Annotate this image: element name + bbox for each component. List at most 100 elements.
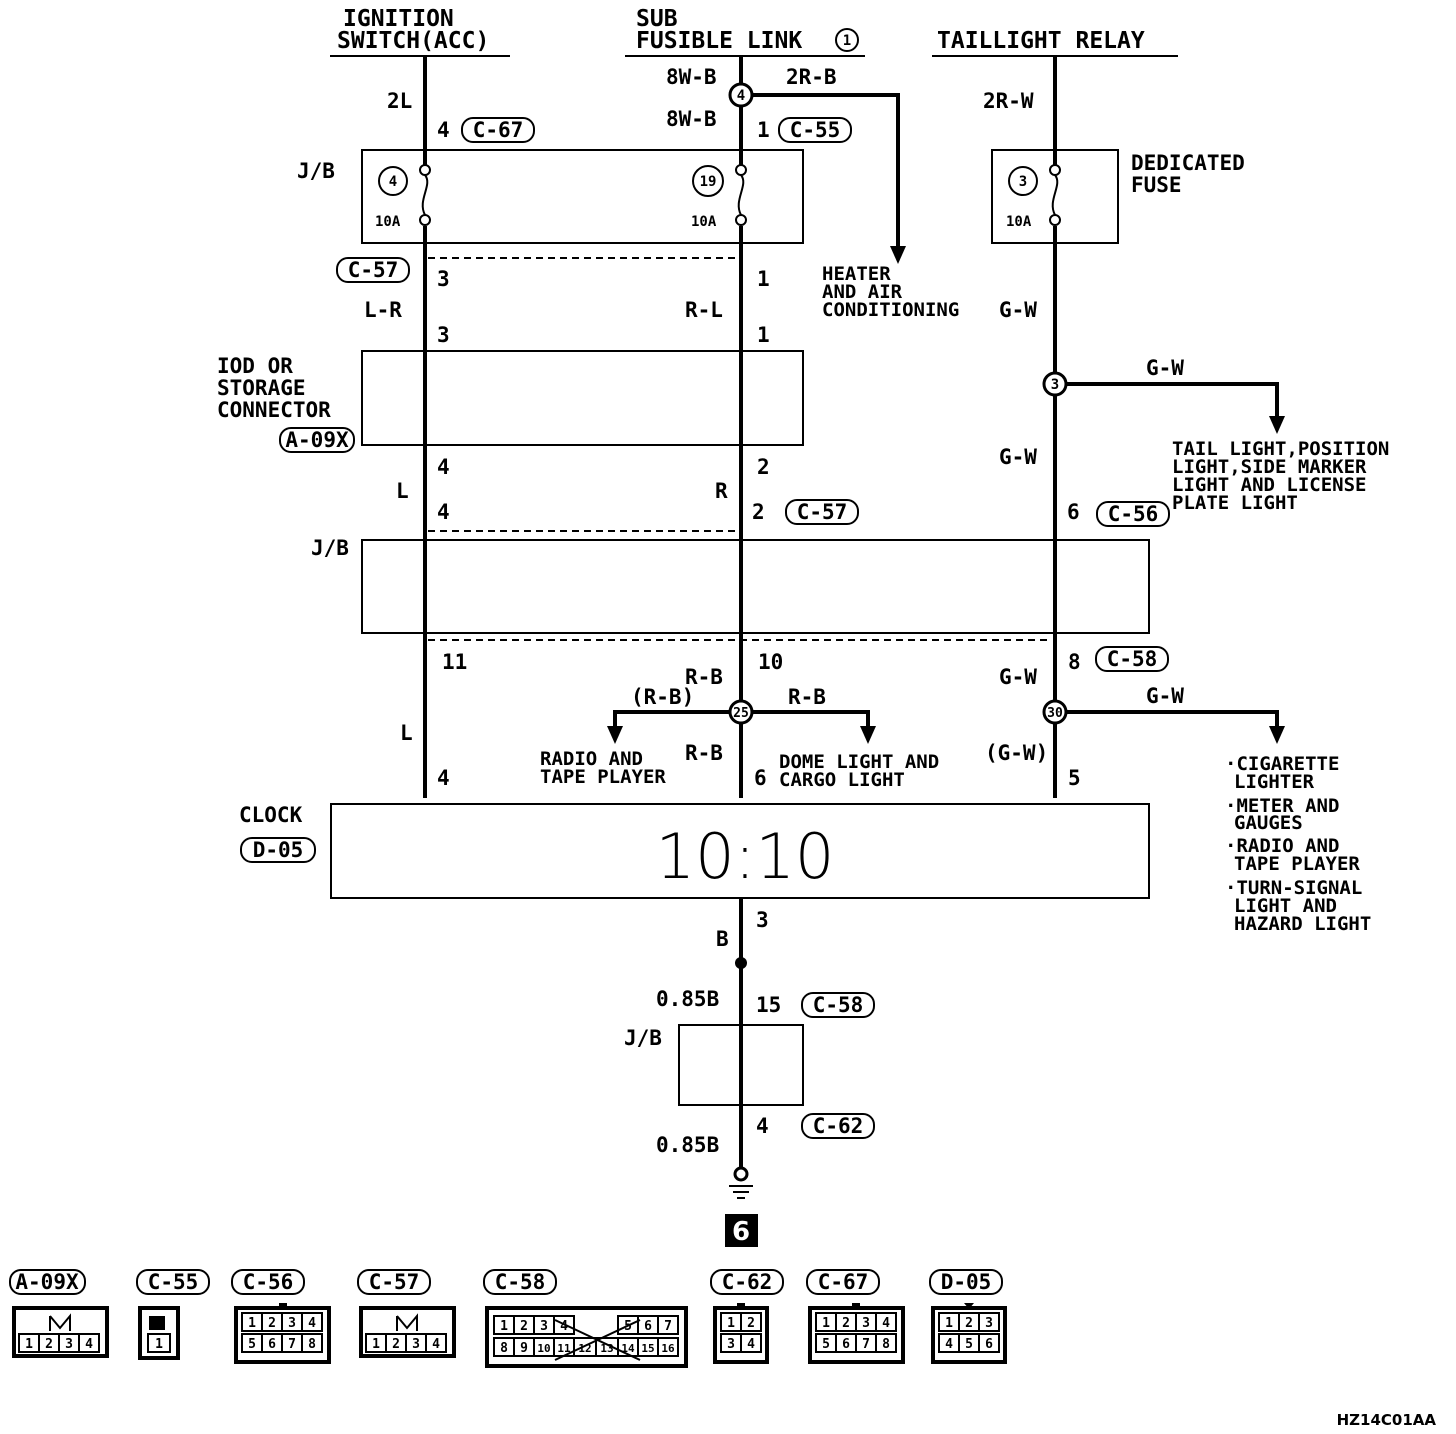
c58-pin-3: 3 <box>540 1319 548 1334</box>
legend-c62-connector: 1 2 3 4 <box>713 1303 769 1364</box>
c58-pin-5: 5 <box>624 1319 632 1334</box>
c62-key <box>737 1303 745 1308</box>
clock-label: CLOCK <box>239 803 303 827</box>
splice-3 <box>1042 371 1068 397</box>
a09x-shell <box>12 1306 109 1358</box>
c58-pin-8: 8 <box>500 1341 508 1356</box>
c58-pin-14: 14 <box>621 1342 635 1355</box>
fuse-3-top <box>1049 164 1061 176</box>
legend-d05-tag-box <box>929 1269 1003 1295</box>
tag-c58: C-58 <box>1107 647 1158 671</box>
fuse-4-bottom <box>419 214 431 226</box>
c56-pin-1: 1 <box>248 1316 256 1331</box>
c58-pin-6: 6 <box>644 1319 652 1334</box>
dest-cig-1: ·CIGARETTE <box>1225 753 1339 775</box>
c57-shell <box>359 1306 456 1358</box>
c55-cell-1 <box>147 1333 171 1353</box>
tag-c56-box <box>1096 501 1170 527</box>
dest-cig-8: LIGHT AND <box>1234 895 1337 917</box>
c56-cell-4 <box>301 1312 323 1332</box>
wire-labels: 2L 8W-B 2R-B 8W-B 2R-W L-R R-L G-W G-W G… <box>364 65 1184 1157</box>
tag-c62: C-62 <box>813 1114 864 1138</box>
dest-radio-1: RADIO AND <box>540 748 643 770</box>
splice-3-num: 3 <box>1051 377 1059 393</box>
wire-label-2L: 2L <box>387 89 412 113</box>
splice-25-num: 25 <box>733 706 749 721</box>
dest-cig-7: ·TURN-SIGNAL <box>1225 877 1362 899</box>
dest-cig-2: LIGHTER <box>1234 771 1315 793</box>
splice-4-num: 4 <box>737 88 745 104</box>
fuse-4: 4 10A <box>375 164 431 230</box>
fuse-19-amp: 10A <box>691 214 717 230</box>
d05-cell-3 <box>978 1312 1000 1332</box>
splices: 4 3 25 30 <box>728 82 1068 969</box>
tag-a09x-box <box>279 427 355 453</box>
legend-c57-tag-box <box>357 1269 431 1295</box>
c62-pin-2: 2 <box>747 1316 755 1331</box>
dedicated-fuse-box <box>991 149 1119 244</box>
pin-jb-4: 4 <box>437 500 450 524</box>
pin-10: 10 <box>758 650 783 674</box>
wire-label-RB3: R-B <box>685 741 723 765</box>
legend-c55-tag: C-55 <box>148 1270 199 1294</box>
c67-pin-7: 7 <box>862 1337 870 1352</box>
c56-pin-6: 6 <box>268 1337 276 1352</box>
c62-cell-4 <box>740 1333 762 1353</box>
c58-shell <box>485 1306 688 1368</box>
c58-pin-11: 11 <box>557 1342 571 1355</box>
clock-unit: CLOCK 10:10 <box>239 803 1150 899</box>
c67-pin-8: 8 <box>882 1337 890 1352</box>
tag-d05: D-05 <box>253 838 304 862</box>
fuse-19-top <box>735 164 747 176</box>
pin-iod-1: 1 <box>757 323 770 347</box>
pin-c62-4: 4 <box>756 1114 769 1138</box>
c58-pin-12: 12 <box>578 1342 591 1355</box>
c57-pin-3: 3 <box>412 1337 420 1352</box>
c67-pin-5: 5 <box>822 1337 830 1352</box>
sub-fusible-line1: SUB <box>636 6 678 32</box>
wire-dome-branch <box>752 710 870 730</box>
dest-heater-1: HEATER <box>822 263 891 285</box>
wire-label-2RW: 2R-W <box>983 89 1034 113</box>
fuse-4-amp: 10A <box>375 214 401 230</box>
wire-label-RL: R-L <box>685 298 723 322</box>
c58-pin-13: 13 <box>600 1342 613 1355</box>
wire-label-GW1: G-W <box>999 298 1037 322</box>
jb-top-label: J/B <box>297 159 335 183</box>
tag-c55: C-55 <box>790 118 841 142</box>
pin-11: 11 <box>442 650 467 674</box>
legend-c62-tag: C-62 <box>722 1270 773 1294</box>
dest-cig-4: GAUGES <box>1234 812 1303 834</box>
fuse-3-element <box>1051 174 1059 216</box>
dedicated-label-line2: FUSE <box>1131 173 1182 197</box>
ignition-label-line1: IGNITION <box>343 6 454 32</box>
iod-box <box>361 350 804 446</box>
c67-cell-4 <box>875 1312 897 1332</box>
figure-code: HZ14C01AA <box>1337 1411 1437 1429</box>
legend-c58-connector: 1 2 3 4 5 6 7 8 9 10 11 <box>485 1306 688 1368</box>
c62-pin-4: 4 <box>747 1337 755 1352</box>
source-ignition-switch: IGNITION SWITCH(ACC) <box>330 6 510 57</box>
legend-a09x-connector: 1 2 3 4 <box>12 1306 109 1358</box>
jb-bottom-box <box>678 1024 804 1106</box>
splice-30-num: 30 <box>1047 706 1063 721</box>
c62-cell-2 <box>740 1312 762 1332</box>
pin-iod-3: 3 <box>437 323 450 347</box>
legend-c55-tag-box <box>136 1269 210 1295</box>
c56-pin-4: 4 <box>308 1316 316 1331</box>
c67-pin-4: 4 <box>882 1316 890 1331</box>
fuse-19-bottom <box>735 214 747 226</box>
c57-cell-4 <box>425 1333 447 1353</box>
tail-arrow <box>1269 416 1285 434</box>
pin-c57-1: 1 <box>757 267 770 291</box>
pin-c56-6: 6 <box>1067 500 1080 524</box>
ground-number: 6 <box>732 1217 750 1247</box>
tag-c57b: C-57 <box>797 500 848 524</box>
d05-pin-1: 1 <box>945 1316 953 1331</box>
tag-c67: C-67 <box>473 118 524 142</box>
connector-legend: A-09X C-55 C-56 C-57 C-58 C-62 C-67 D-05… <box>9 1269 1007 1368</box>
dest-heater-3: CONDITIONING <box>822 299 959 321</box>
dest-tail-3: LIGHT AND LICENSE <box>1172 474 1366 496</box>
a09x-pin-3: 3 <box>65 1337 73 1352</box>
